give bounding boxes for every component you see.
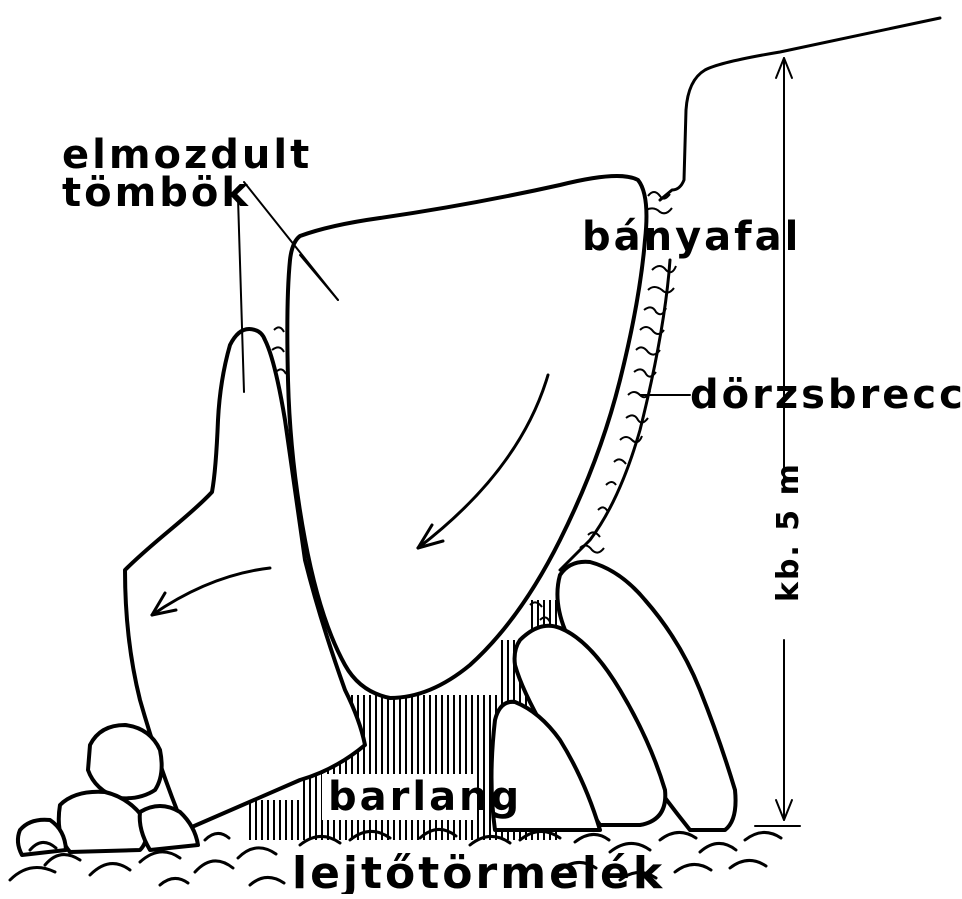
label-scale: kb. 5 m — [771, 462, 806, 602]
quarry-wall-line — [660, 18, 940, 200]
label-quarry-wall: bányafal — [582, 214, 801, 260]
small-boulder-1 — [88, 725, 162, 798]
small-boulder-2 — [59, 792, 147, 852]
label-cave: barlang — [328, 774, 522, 820]
label-fault-breccia: dörzsbreccsa — [690, 372, 962, 418]
label-scree: lejtőtörmelék — [292, 848, 665, 894]
label-displaced-blocks-2: tömbök — [62, 170, 251, 216]
